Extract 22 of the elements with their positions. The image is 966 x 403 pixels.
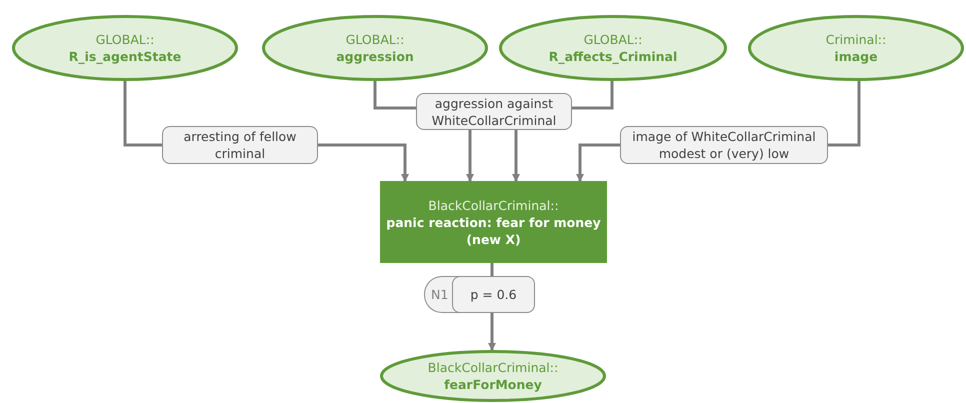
class-name: GLOBAL:: <box>346 31 404 48</box>
state-ellipse <box>12 15 238 81</box>
class-name: Criminal:: <box>826 31 886 48</box>
state-ellipse <box>380 350 606 402</box>
class-name: GLOBAL:: <box>96 31 154 48</box>
class-name: GLOBAL:: <box>584 31 642 48</box>
action-name: panic reaction: fear for money (new X) <box>385 214 602 248</box>
state-name: image <box>834 48 878 65</box>
state-ellipse <box>262 15 488 81</box>
class-name: BlackCollarCriminal:: <box>428 359 558 376</box>
action-box <box>380 181 607 263</box>
state-name: R_affects_Criminal <box>548 48 678 65</box>
probability-label: p = 0.6 <box>452 276 535 313</box>
state-ellipse <box>748 15 964 81</box>
edge-label: aggression against WhiteCollarCriminal <box>416 93 572 130</box>
state-name: aggression <box>336 48 414 65</box>
class-name: BlackCollarCriminal:: <box>428 196 559 214</box>
state-name: fearForMoney <box>444 376 542 393</box>
edge-label: image of WhiteCollarCriminal modest or (very) low <box>620 126 828 164</box>
edge-label: arresting of fellow criminal <box>162 126 318 164</box>
state-ellipse <box>499 15 727 81</box>
state-name: R_is_agentState <box>68 48 182 65</box>
